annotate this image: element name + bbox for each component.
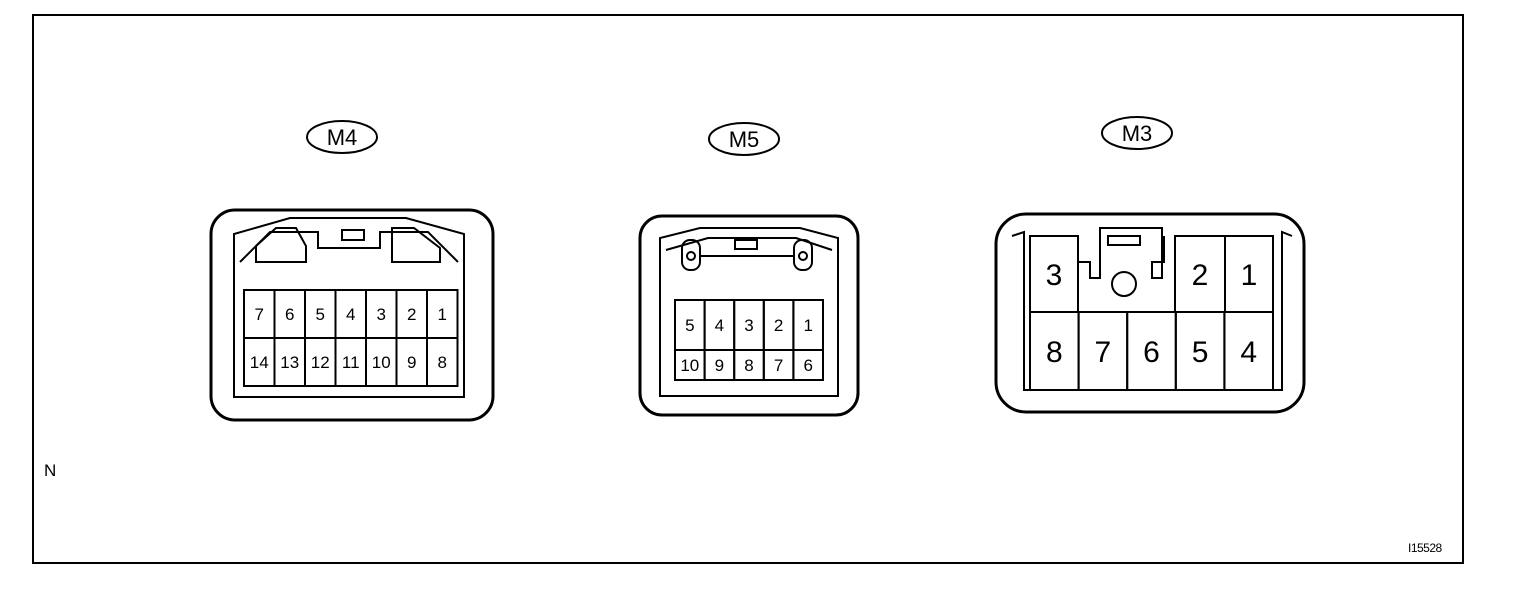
connector-m3-pin-2: 2 (1192, 259, 1209, 292)
connector-m3-pin-5: 5 (1192, 336, 1209, 369)
connector-m4-pin-8-cell (426, 337, 459, 387)
connector-m4-pin-12: 12 (311, 353, 330, 372)
connector-m5-pin-8: 8 (744, 356, 753, 375)
connector-m5-pin-3: 3 (744, 316, 753, 335)
connector-m4-right-key (391, 227, 441, 263)
connector-m4-pin-3: 3 (377, 305, 386, 324)
connector-m4-pin-6: 6 (285, 305, 294, 324)
connector-m3-housing (994, 212, 1306, 414)
connector-m4-left-key (255, 227, 307, 263)
connector-m5-pin-grid: 5 4 3 2 1 10 9 8 7 6 (674, 299, 825, 381)
connector-m4-lock-tab (341, 229, 365, 241)
connector-m4-pin-9: 9 (407, 353, 416, 372)
connector-m4-pin-10: 10 (372, 353, 391, 372)
connector-m5-lock-tab (734, 239, 758, 250)
connector-m3-keyway (1077, 227, 1165, 279)
figure-code: I15528 (1408, 541, 1442, 555)
connector-m3-pin-4-cell (1223, 311, 1275, 391)
connector-m4-pin-1: 1 (438, 305, 447, 324)
connector-m5-label: M5 (729, 127, 760, 152)
connector-m5-label-oval (708, 122, 780, 156)
connector-m3-pin-4: 4 (1240, 336, 1257, 369)
connector-m5-pin-6: 6 (803, 356, 812, 375)
connector-m3-pin-1: 1 (1241, 259, 1258, 292)
connector-m3-pin-3: 3 (1046, 259, 1063, 292)
connector-m3-pin-6: 6 (1143, 336, 1160, 369)
connector-m3-pin-8: 8 (1046, 336, 1063, 369)
connector-m3-lock-tab (1107, 235, 1141, 246)
connector-m5: M5 5 4 3 2 1 10 9 8 7 6 (638, 122, 860, 417)
connector-m4-pin-grid: 7 6 5 4 3 2 1 14 13 12 11 10 9 8 (243, 289, 459, 387)
connector-m4-pin-11: 11 (342, 353, 360, 372)
connector-m3-label: M3 (1122, 121, 1153, 146)
connector-m5-housing (638, 214, 860, 417)
side-letter: N (44, 461, 57, 480)
connector-m5-right-ear (793, 239, 813, 271)
connector-m4: M4 7 6 5 4 3 2 1 14 13 12 11 10 9 8 (209, 120, 495, 422)
connector-m4-pin-4: 4 (346, 305, 355, 324)
connector-m5-pin-9: 9 (715, 356, 724, 375)
connector-m3-label-oval (1101, 116, 1173, 150)
connector-m4-pin-14: 14 (250, 353, 269, 372)
connector-m5-pin-7: 7 (774, 356, 783, 375)
connector-m4-pin-7: 7 (255, 305, 264, 324)
connector-m4-pin-13: 13 (280, 353, 299, 372)
diagram-frame (32, 14, 1464, 564)
connector-m5-right-hole (798, 251, 808, 261)
connector-m5-pin-2: 2 (774, 316, 783, 335)
connector-m4-pin-5: 5 (316, 305, 325, 324)
connector-m5-left-hole (686, 251, 696, 261)
connector-m5-pin-10: 10 (680, 356, 699, 375)
connector-m4-pin-8: 8 (438, 353, 447, 372)
connector-m5-pin-5: 5 (685, 316, 694, 335)
connector-m3-guide-post (1111, 271, 1137, 297)
connector-m4-pin-2: 2 (407, 305, 416, 324)
connector-m4-label-oval (306, 120, 378, 154)
connector-m5-latch (665, 237, 833, 251)
connector-m5-pin-4: 4 (715, 316, 724, 335)
connector-m5-pin-6-cell (792, 349, 825, 381)
connector-m4-label: M4 (327, 125, 358, 150)
connector-m4-housing (209, 208, 495, 422)
connector-m3-pin-7: 7 (1095, 336, 1112, 369)
connector-m5-pin-1: 1 (803, 316, 812, 335)
